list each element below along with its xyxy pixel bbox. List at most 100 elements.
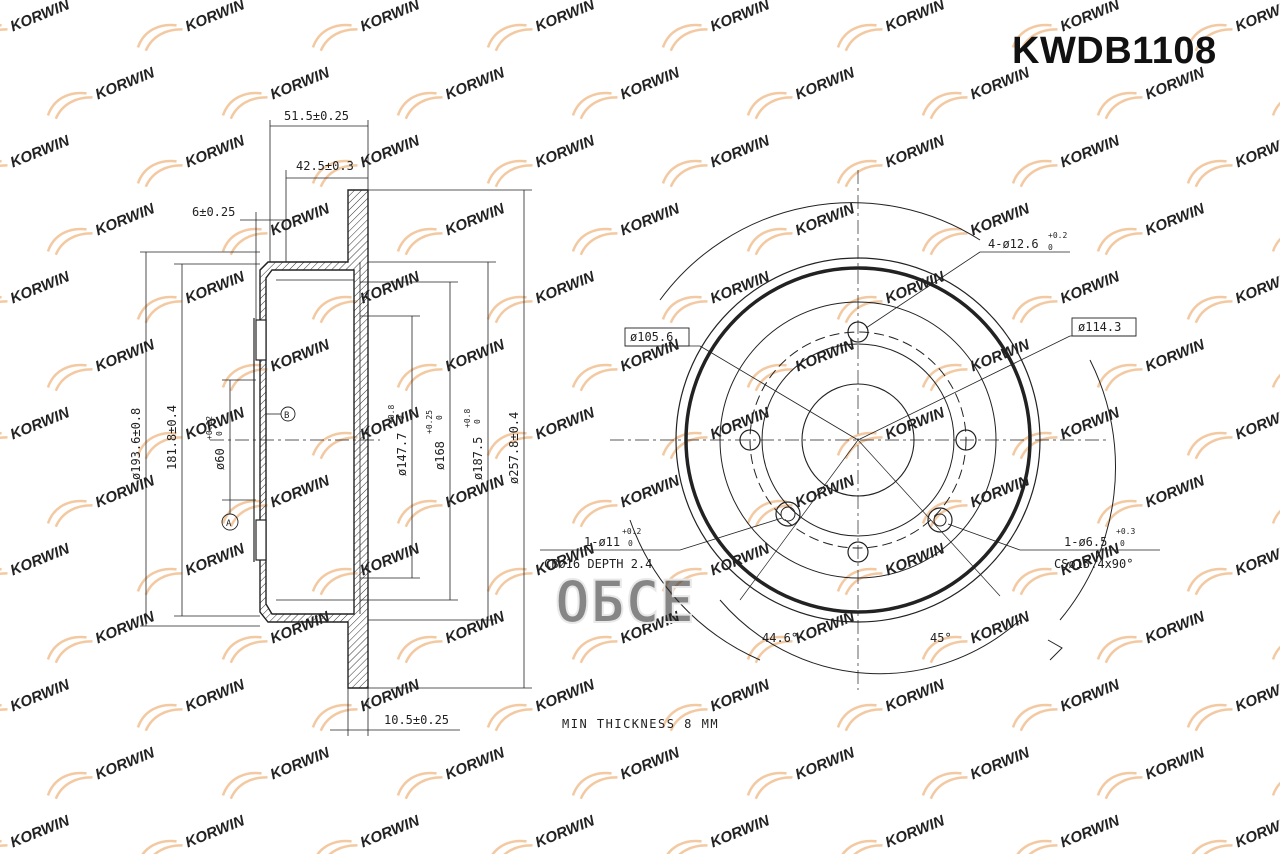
watermark-brand-text: KORWIN [883, 0, 948, 35]
dim-d60-tol: +0.12 [205, 416, 214, 440]
watermark-brand-text: KORWIN [1058, 132, 1123, 172]
watermark-logo: KORWIN [661, 812, 773, 858]
watermark-logo: KORWIN [486, 812, 598, 858]
locating-hole-left-inner [780, 506, 796, 522]
watermark-brand-text: KORWIN [533, 404, 598, 444]
label-angle-right: 45° [930, 631, 952, 645]
watermark-logo: KORWIN [1096, 608, 1208, 664]
watermark-brand-text: KORWIN [708, 540, 773, 580]
watermark-brand-text: KORWIN [1058, 676, 1123, 716]
watermark-logo: KORWIN [1186, 676, 1280, 732]
watermark-logo: KORWIN [1011, 132, 1123, 188]
watermark-logo: KORWIN [136, 676, 248, 732]
watermark-brand-text: KORWIN [533, 0, 598, 35]
watermark-logo: KORWIN [486, 0, 598, 52]
watermark-logo: KORWIN [136, 540, 248, 596]
watermark-brand-text: KORWIN [793, 64, 858, 104]
watermark-brand-text: KORWIN [93, 472, 158, 512]
watermark-brand-text: KORWIN [618, 472, 683, 512]
watermark-brand-text: KORWIN [183, 676, 248, 716]
watermark-logo: KORWIN [0, 540, 73, 596]
watermark-brand-text: KORWIN [183, 132, 248, 172]
watermark-brand-text: KORWIN [618, 64, 683, 104]
watermark-logo: KORWIN [921, 336, 1033, 392]
watermark-logo: KORWIN [221, 744, 333, 800]
watermark-logo: KORWIN [0, 0, 73, 52]
dim-d60-tol2: 0 [215, 431, 224, 436]
watermark-brand-text: KORWIN [1233, 812, 1280, 852]
label-pcd: ø114.3 [1078, 320, 1121, 334]
watermark-brand-text: KORWIN [8, 540, 73, 580]
dim-d193: ø193.6±0.8 [129, 408, 143, 480]
watermark-logo: KORWIN [136, 268, 248, 324]
label-hole-right-tol: +0.3 [1116, 527, 1135, 536]
watermark-brand-text: KORWIN [1143, 200, 1208, 240]
watermark-logo: KORWIN [571, 64, 683, 120]
dim-d147: ø147.7 [395, 433, 409, 476]
watermark-logo: KORWIN [1011, 812, 1123, 858]
watermark-brand-text: KORWIN [8, 812, 73, 852]
watermark-logo: KORWIN [136, 404, 248, 460]
watermark-brand-text: KORWIN [1233, 268, 1280, 308]
label-cs-right: CSø15.4x90° [1054, 557, 1133, 571]
watermark-brand-text: KORWIN [93, 744, 158, 784]
watermark-logo: KORWIN [1186, 540, 1280, 596]
dim-d168-tol2: 0 [435, 415, 444, 420]
dim-hat-wall: 6±0.25 [192, 205, 235, 219]
watermark-logo: KORWIN [136, 132, 248, 188]
watermark-brand-text: KORWIN [618, 744, 683, 784]
watermark-brand-text: KORWIN [183, 812, 248, 852]
watermark-brand-text: KORWIN [708, 812, 773, 852]
watermark-logo: KORWIN [396, 608, 508, 664]
locating-hole-left [775, 501, 801, 527]
outer-arc-right [1059, 359, 1117, 621]
dim-d147-tol2: 0 [397, 415, 406, 420]
watermark-brand-text: KORWIN [708, 676, 773, 716]
watermark-logo: KORWIN [221, 200, 333, 256]
watermark-logo: KORWIN [486, 132, 598, 188]
watermark-logo: KORWIN [1186, 132, 1280, 188]
locating-hole-right-inner [933, 513, 947, 527]
label-hole-right: 1-ø6.5 [1064, 535, 1107, 549]
watermark-brand-text: KORWIN [443, 64, 508, 104]
watermark-brand-text: KORWIN [968, 744, 1033, 784]
front-view [540, 170, 1160, 690]
side-view [140, 120, 532, 736]
watermark-logo: KORWIN [1096, 200, 1208, 256]
label-angle-left: 44.6° [762, 631, 798, 645]
angle-arc [719, 599, 1021, 675]
watermark-logo: KORWIN [836, 404, 948, 460]
watermark-brand-text: KORWIN [708, 0, 773, 35]
watermark-brand-text: KORWIN [1233, 132, 1280, 172]
watermark-logo: KORWIN [571, 744, 683, 800]
watermark-logo: KORWIN [1271, 499, 1280, 528]
watermark-logo: KORWIN [921, 472, 1033, 528]
watermark-logo: KORWIN [486, 268, 598, 324]
watermark-logo: KORWIN [746, 200, 858, 256]
watermark-brand-text: KORWIN [968, 608, 1033, 648]
watermark-logo: KORWIN [0, 404, 73, 460]
watermark-logo: KORWIN [746, 336, 858, 392]
watermark-logo: KORWIN [396, 200, 508, 256]
watermark-brand-text: KORWIN [533, 676, 598, 716]
watermark-logo: KORWIN [746, 64, 858, 120]
break-mark [1047, 639, 1063, 661]
watermark-logo: KORWIN [0, 132, 73, 188]
watermark-logo: KORWIN [46, 64, 158, 120]
watermark-brand-text: KORWIN [268, 336, 333, 376]
watermark-logo: KORWIN [1186, 268, 1280, 324]
watermark-brand-text: KORWIN [8, 0, 73, 35]
dim-d168-tol: +0.25 [425, 410, 434, 434]
label-d105: ø105.6 [630, 330, 673, 344]
center-watermark-text: ОБСЕ [555, 568, 695, 636]
datum-a-label: A [226, 519, 232, 529]
watermark-brand-text: KORWIN [968, 200, 1033, 240]
watermark-logo: KORWIN [0, 812, 73, 858]
watermark-brand-text: KORWIN [533, 812, 598, 852]
watermark-brand-text: KORWIN [793, 744, 858, 784]
watermark-logo: KORWIN [1096, 744, 1208, 800]
label-cb-left: CBø16 DEPTH 2.4 [544, 557, 652, 571]
watermark-logo: KORWIN [571, 200, 683, 256]
watermark-logo: KORWIN [661, 268, 773, 324]
watermark-brand-text: KORWIN [443, 336, 508, 376]
